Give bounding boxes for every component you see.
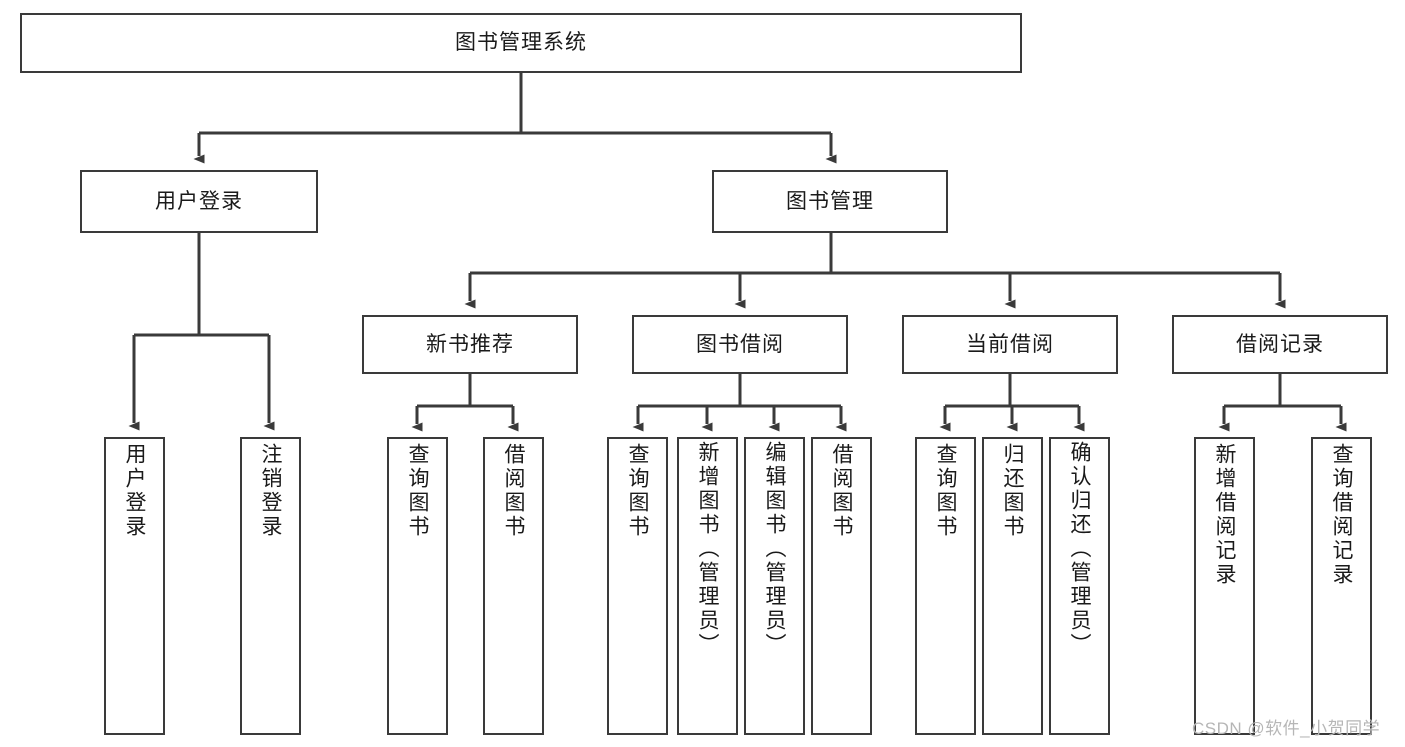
node-leaf-confirm-return[interactable]: 确认归还（管理员） <box>1049 437 1110 735</box>
node-leaf-logout-login[interactable]: 注销登录 <box>240 437 301 735</box>
node-borrow-record[interactable]: 借阅记录 <box>1172 315 1388 374</box>
node-leaf-query-book-3-label: 查询图书 <box>934 443 957 539</box>
node-book-borrow-label: 图书借阅 <box>696 332 784 356</box>
node-new-book-recommend[interactable]: 新书推荐 <box>362 315 578 374</box>
node-leaf-query-book-2-label: 查询图书 <box>626 443 649 539</box>
node-new-book-recommend-label: 新书推荐 <box>426 332 514 356</box>
node-leaf-borrow-book-2[interactable]: 借阅图书 <box>811 437 872 735</box>
node-leaf-add-book-label: 新增图书（管理员） <box>696 441 719 657</box>
node-leaf-edit-book-label: 编辑图书（管理员） <box>763 441 786 657</box>
node-leaf-query-record-label: 查询借阅记录 <box>1330 443 1353 587</box>
node-current-borrow[interactable]: 当前借阅 <box>902 315 1118 374</box>
node-root-system[interactable]: 图书管理系统 <box>20 13 1022 73</box>
node-leaf-query-book-3[interactable]: 查询图书 <box>915 437 976 735</box>
node-user-login[interactable]: 用户登录 <box>80 170 318 233</box>
node-leaf-borrow-book-2-label: 借阅图书 <box>830 443 853 539</box>
node-leaf-add-record[interactable]: 新增借阅记录 <box>1194 437 1255 735</box>
node-book-manage-label: 图书管理 <box>786 189 874 213</box>
node-leaf-query-book-2[interactable]: 查询图书 <box>607 437 668 735</box>
node-leaf-add-record-label: 新增借阅记录 <box>1213 443 1236 587</box>
node-leaf-return-book[interactable]: 归还图书 <box>982 437 1043 735</box>
node-leaf-query-book-1[interactable]: 查询图书 <box>387 437 448 735</box>
node-leaf-logout-login-label: 注销登录 <box>259 443 282 539</box>
node-user-login-label: 用户登录 <box>155 189 243 213</box>
node-leaf-query-book-1-label: 查询图书 <box>406 443 429 539</box>
node-book-borrow[interactable]: 图书借阅 <box>632 315 848 374</box>
node-leaf-return-book-label: 归还图书 <box>1001 443 1024 539</box>
node-book-manage[interactable]: 图书管理 <box>712 170 948 233</box>
node-leaf-borrow-book-1[interactable]: 借阅图书 <box>483 437 544 735</box>
node-current-borrow-label: 当前借阅 <box>966 332 1054 356</box>
node-leaf-query-record[interactable]: 查询借阅记录 <box>1311 437 1372 735</box>
node-leaf-add-book[interactable]: 新增图书（管理员） <box>677 437 738 735</box>
node-leaf-confirm-return-label: 确认归还（管理员） <box>1068 441 1091 657</box>
node-leaf-borrow-book-1-label: 借阅图书 <box>502 443 525 539</box>
node-root-system-label: 图书管理系统 <box>455 31 587 55</box>
node-leaf-edit-book[interactable]: 编辑图书（管理员） <box>744 437 805 735</box>
node-leaf-user-login[interactable]: 用户登录 <box>104 437 165 735</box>
node-borrow-record-label: 借阅记录 <box>1236 332 1324 356</box>
node-leaf-user-login-label: 用户登录 <box>123 443 146 539</box>
